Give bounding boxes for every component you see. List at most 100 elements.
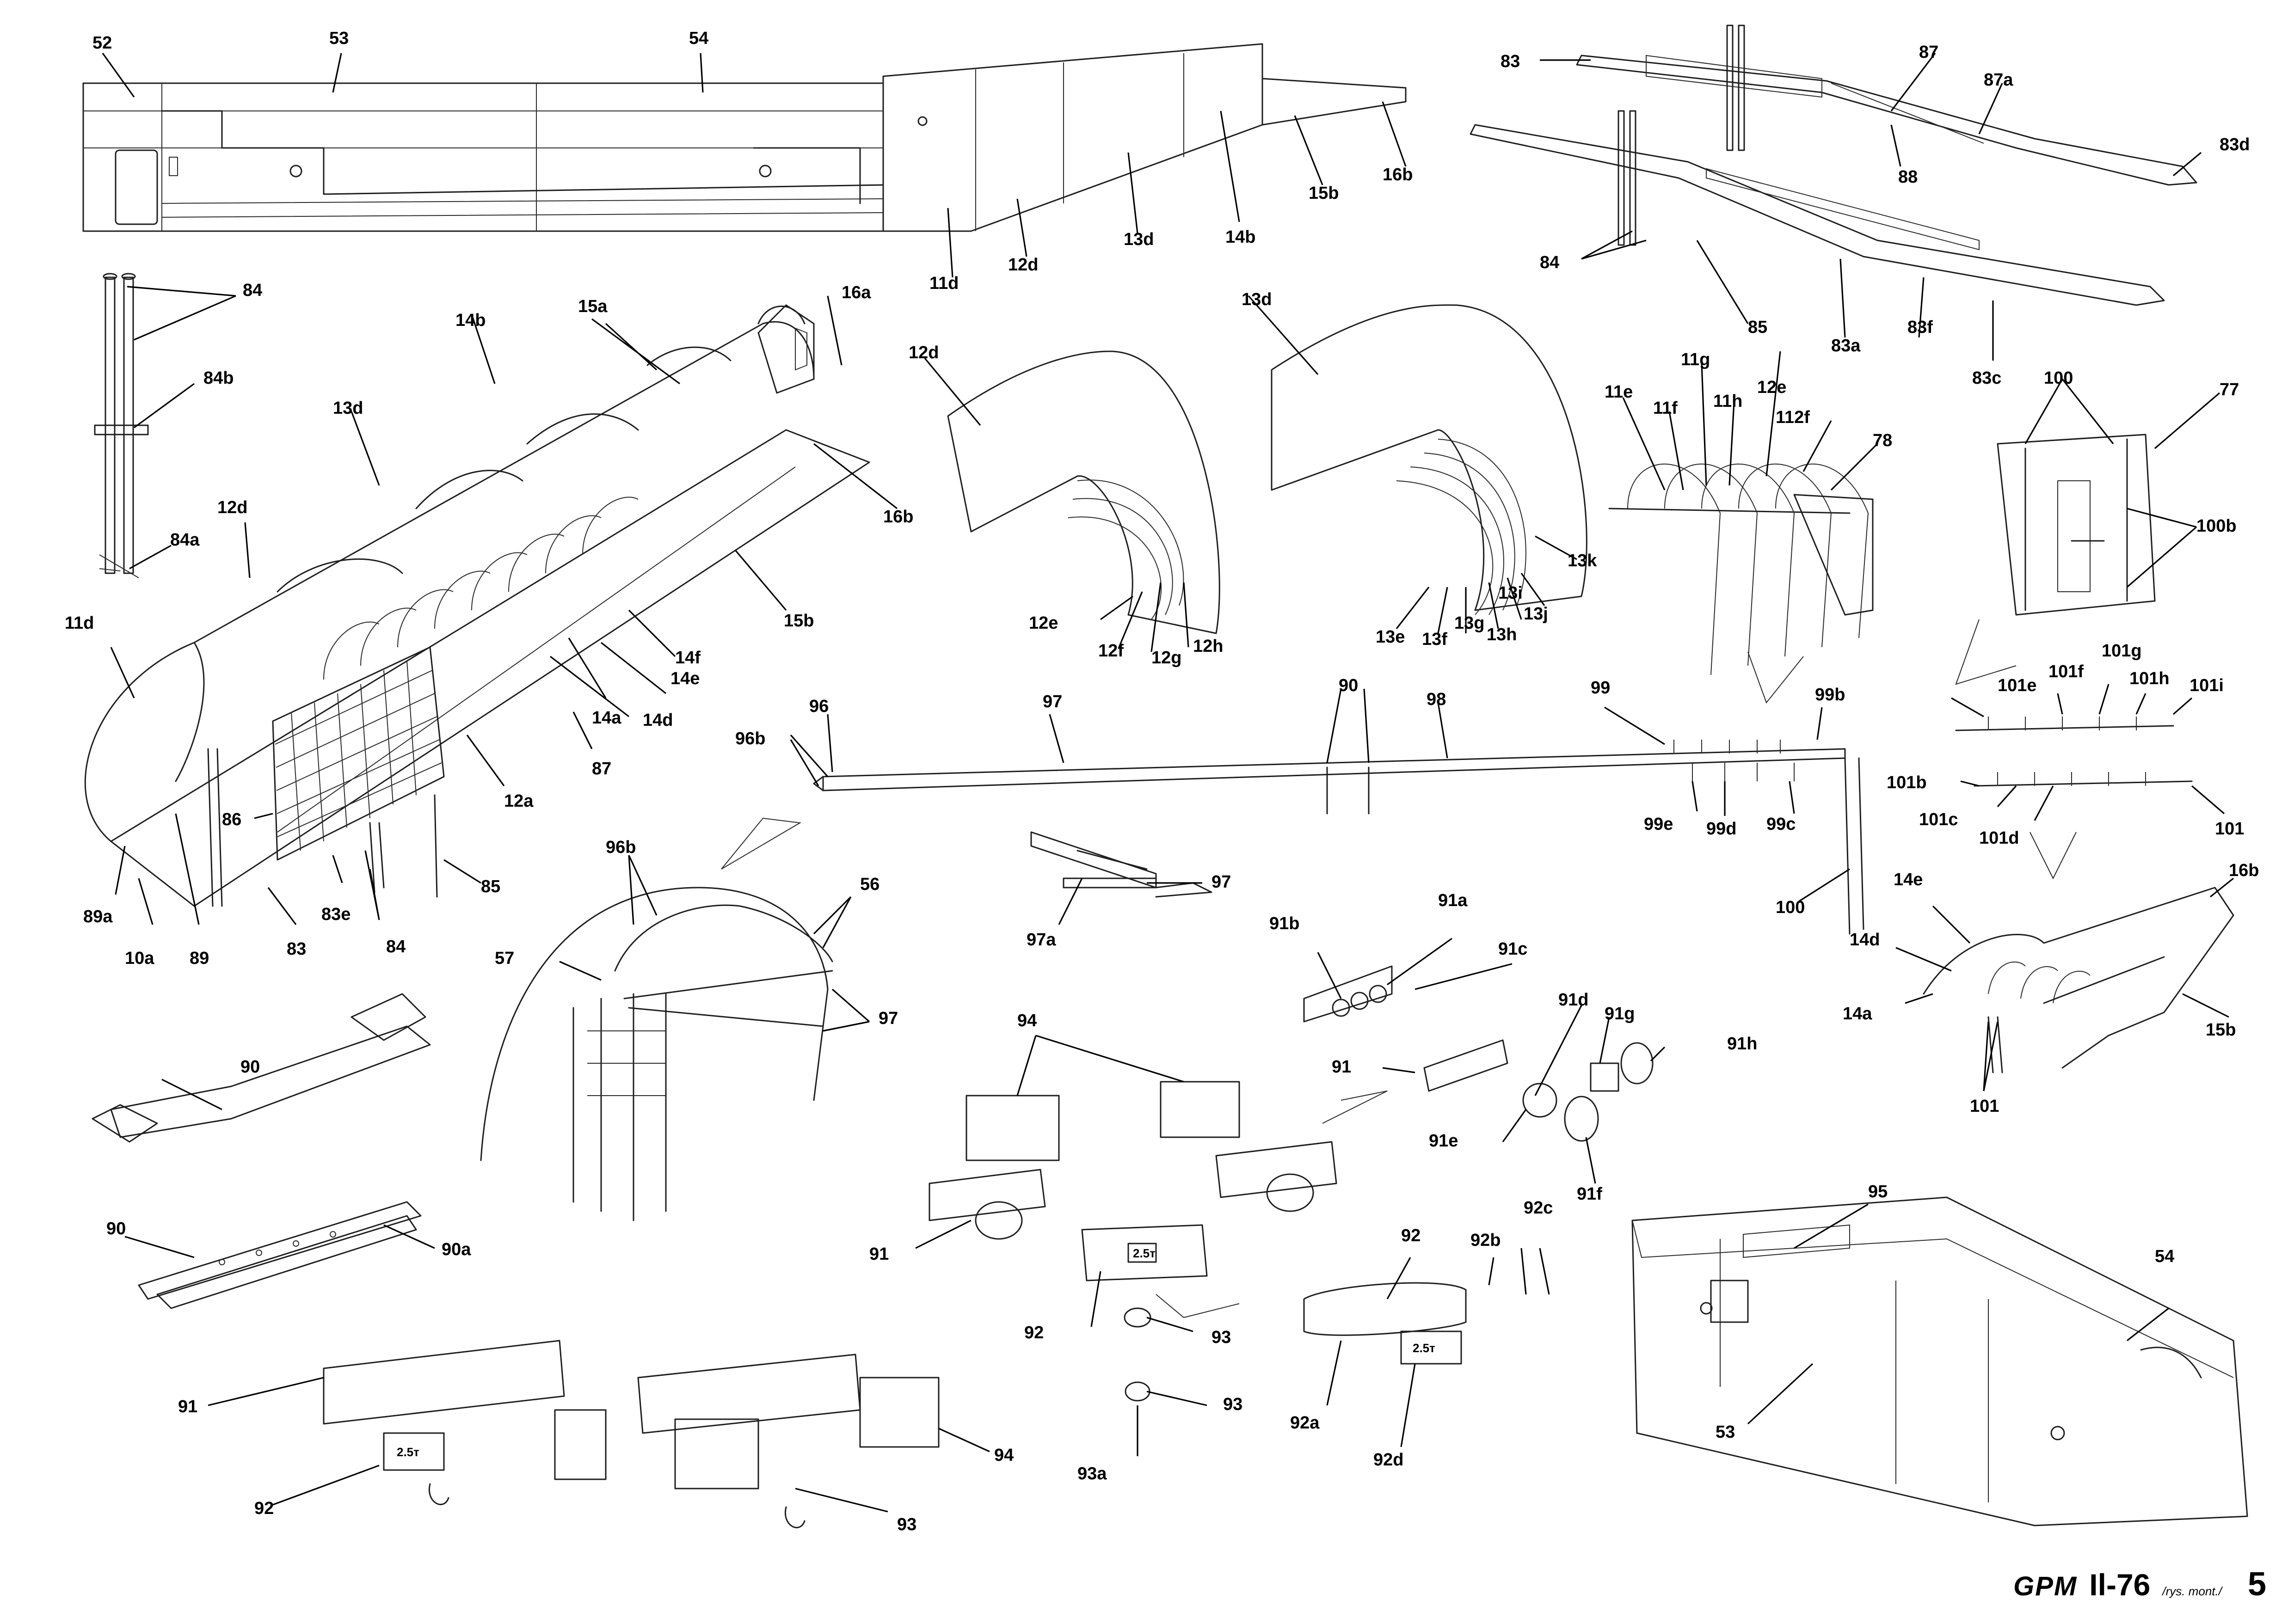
sheet-footer: GPM Il-76 /rys. mont./ 5 [2013,1565,2266,1603]
label-85: 85 [481,877,500,896]
label-16b-b: 16b [883,507,913,527]
stanchion-detail [94,273,149,578]
label-101e: 101e [1998,676,2037,695]
label-91c: 91c [1498,939,1527,959]
label-13g: 13g [1454,613,1484,633]
label-11g: 11g [1681,350,1710,369]
label-13f: 13f [1422,630,1447,649]
label-91a: 91a [1438,891,1468,910]
label-91h: 91h [1727,1034,1757,1054]
frames-13 [1271,304,1587,615]
label-12e: 12e [1029,613,1058,633]
label-13i: 13i [1498,583,1523,603]
label-14b: 14b [1225,227,1255,247]
fuselage-exploded-view [84,304,870,907]
label-100b: 100b [2196,516,2237,536]
long-beam [813,740,1864,935]
label-101g: 101g [2102,641,2142,661]
label-89a: 89a [83,907,113,926]
label-101f: 101f [2048,662,2084,681]
label-15b-b: 15b [784,611,814,631]
label-83f: 83f [1907,318,1933,337]
label-14e-r: 14e [1894,870,1923,889]
label-97-b: 97 [1212,872,1231,892]
label-91g: 91g [1605,1004,1635,1023]
label-87: 87 [592,759,611,778]
load-stencil-2: 2.5т [1413,1341,1435,1355]
label-92b: 92b [1470,1231,1501,1250]
label-97-l: 97 [879,1009,898,1028]
leader-lines [102,53,2234,1513]
label-99e: 99e [1644,815,1673,834]
rail-101 [1955,717,2193,787]
label-57: 57 [495,949,514,968]
label-56: 56 [860,875,879,894]
bars-90 [92,993,431,1309]
label-12e-r: 12e [1757,378,1786,397]
label-92-r: 92 [1401,1226,1421,1245]
label-101i: 101i [2189,676,2224,695]
label-90: 90 [1339,676,1358,695]
label-13d-b: 13d [333,398,363,418]
label-84b: 84b [203,368,234,388]
label-15b: 15b [1309,184,1339,203]
label-13j: 13j [1524,604,1548,624]
label-96: 96 [809,697,829,716]
label-91e: 91e [1429,1131,1458,1151]
label-83-top: 83 [1501,52,1520,71]
label-99: 99 [1591,678,1610,698]
arch-assembly [480,887,833,1221]
label-112f: 112f [1776,408,1810,427]
frames-12 [947,350,1220,634]
label-99b: 99b [1815,685,1845,705]
label-10a: 10a [125,949,154,968]
label-87-top: 87 [1919,43,1938,62]
label-97a: 97a [1027,930,1056,950]
label-53-b: 53 [1716,1422,1735,1442]
label-13d: 13d [1124,230,1154,249]
label-96b: 96b [735,729,765,748]
label-95: 95 [1868,1182,1888,1201]
label-94-b: 94 [994,1446,1014,1465]
label-99c: 99c [1766,815,1796,834]
label-100-beam: 100 [1776,898,1805,917]
label-83c: 83c [1972,368,2001,388]
label-90-b: 90 [106,1219,126,1238]
tail-detail [1923,887,2234,1073]
label-13k: 13k [1568,551,1597,570]
label-52: 52 [92,33,112,53]
label-14b-b: 14b [455,311,486,330]
label-12f: 12f [1098,641,1124,661]
label-13h: 13h [1487,625,1517,644]
label-91d: 91d [1558,990,1588,1010]
label-88: 88 [1898,167,1918,187]
label-54: 54 [689,29,708,48]
hoist-components [929,965,1654,1402]
label-16b-r: 16b [2229,861,2259,880]
label-91: 91 [1332,1057,1351,1077]
label-84: 84 [386,937,406,956]
hoist-assembled [323,1340,940,1528]
label-91-l: 91 [869,1244,889,1264]
label-12d-b: 12d [217,498,247,517]
model-name: Il-76 [2089,1568,2151,1602]
door-panel [1997,434,2156,616]
label-93: 93 [1212,1328,1231,1347]
label-91f: 91f [1577,1184,1602,1204]
label-11d-b: 11d [65,613,94,633]
label-14d: 14d [643,711,673,730]
label-83: 83 [287,939,306,959]
label-101d: 101d [1979,828,2019,848]
cargo-trough [1631,1196,2248,1526]
label-92-b: 92 [254,1499,274,1518]
label-12h: 12h [1193,637,1223,656]
label-92: 92 [1024,1323,1044,1342]
label-11d: 11d [929,274,959,293]
label-85-right: 85 [1748,318,1767,337]
label-14a: 14a [592,708,621,728]
label-87a: 87a [1984,70,2013,90]
label-84-right: 84 [1540,253,1559,272]
label-78: 78 [1873,431,1892,450]
label-53: 53 [329,29,349,48]
